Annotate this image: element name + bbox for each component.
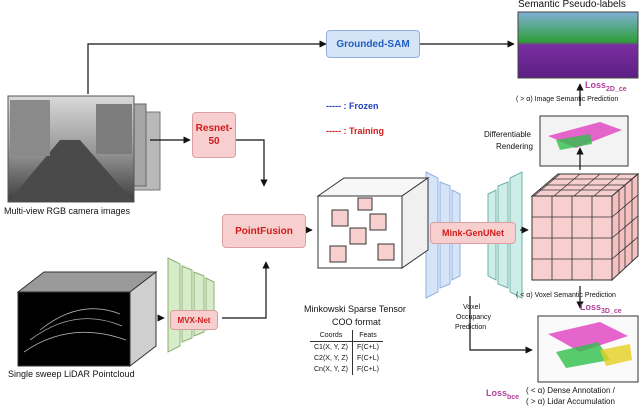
coo-header-coords: Coords [310, 330, 353, 342]
table-row: C1(X, Y, Z) F(C+L) [310, 341, 383, 353]
coo-header-row: Coords Feats [310, 330, 383, 342]
dense-annotation-line1: ( < α) Dense Annotation / [526, 386, 615, 395]
coo-table: Coords Feats C1(X, Y, Z) F(C+L) C2(X, Y,… [310, 330, 383, 375]
loss-3d-sub: 3D_ce [601, 307, 622, 315]
coo-cell: Cn(X, Y, Z) [310, 364, 353, 375]
dense-annotation-image [537, 315, 639, 383]
resnet-label-2: 50 [208, 136, 220, 147]
mvx-net-block [167, 257, 215, 353]
loss-bce-sub: bce [507, 393, 520, 401]
resnet-label-1: Resnet- [195, 123, 233, 134]
semantic-pseudo-label-image [517, 11, 639, 79]
lidar-caption: Single sweep LiDAR Pointcloud [8, 369, 135, 379]
tensor-caption-line1: Minkowski Sparse Tensor [304, 304, 406, 314]
tensor-caption-line2: COO format [332, 317, 381, 327]
voxel-cube [530, 172, 640, 282]
lidar-pointcloud [16, 270, 158, 368]
voxel-occupancy-line2: Occupancy [456, 314, 492, 321]
dense-annotation-line2: ( > α) Lidar Accumulation [526, 397, 615, 406]
table-row: C2(X, Y, Z) F(C+L) [310, 353, 383, 364]
legend-frozen: ----- : Frozen [326, 101, 379, 111]
loss-2d-base: Loss [585, 80, 607, 90]
coo-header-feats: Feats [352, 330, 383, 342]
coo-cell: C1(X, Y, Z) [310, 341, 353, 353]
resnet-box: Resnet- 50 [192, 112, 236, 158]
image-semantic-prediction-label: ( > α) Image Semantic Prediction [516, 96, 619, 103]
mink-genunet-box: Mink-GenUNet [430, 222, 516, 244]
loss-3d-label: Loss3D_ce [580, 302, 622, 315]
legend-training: ----- : Training [326, 126, 384, 136]
voxel-occupancy-line1: Voxel [463, 304, 481, 311]
loss-bce-base: Loss [486, 388, 508, 398]
diff-render-line2: Rendering [496, 142, 533, 151]
coo-cell: C2(X, Y, Z) [310, 353, 353, 364]
loss-2d-label: Loss2D_ce [585, 80, 627, 93]
camera-caption: Multi-view RGB camera images [4, 206, 131, 216]
loss-bce-label: Lossbce [486, 388, 519, 401]
arrows [87, 40, 584, 354]
coo-cell: F(C+L) [356, 366, 379, 373]
coo-cell: F(C+L) [356, 344, 379, 351]
voxel-semantic-prediction-label: ( < α) Voxel Semantic Prediction [516, 292, 616, 299]
semantic-pseudo-labels-title: Semantic Pseudo-labels [518, 0, 626, 10]
mvx-net-box: MVX-Net [170, 310, 218, 330]
pointfusion-box: PointFusion [222, 214, 306, 248]
table-row: Cn(X, Y, Z) F(C+L) [310, 364, 383, 375]
grounded-sam-box: Grounded-SAM [326, 30, 420, 58]
loss-3d-base: Loss [580, 302, 602, 312]
loss-2d-sub: 2D_ce [606, 85, 627, 93]
rendered-image [539, 115, 629, 167]
coo-cell: F(C+L) [356, 355, 379, 362]
sparse-tensor-cube [316, 177, 430, 269]
voxel-occupancy-line3: Prediction [455, 324, 487, 331]
camera-images [7, 95, 161, 203]
diff-render-line1: Differentiable [484, 130, 531, 139]
